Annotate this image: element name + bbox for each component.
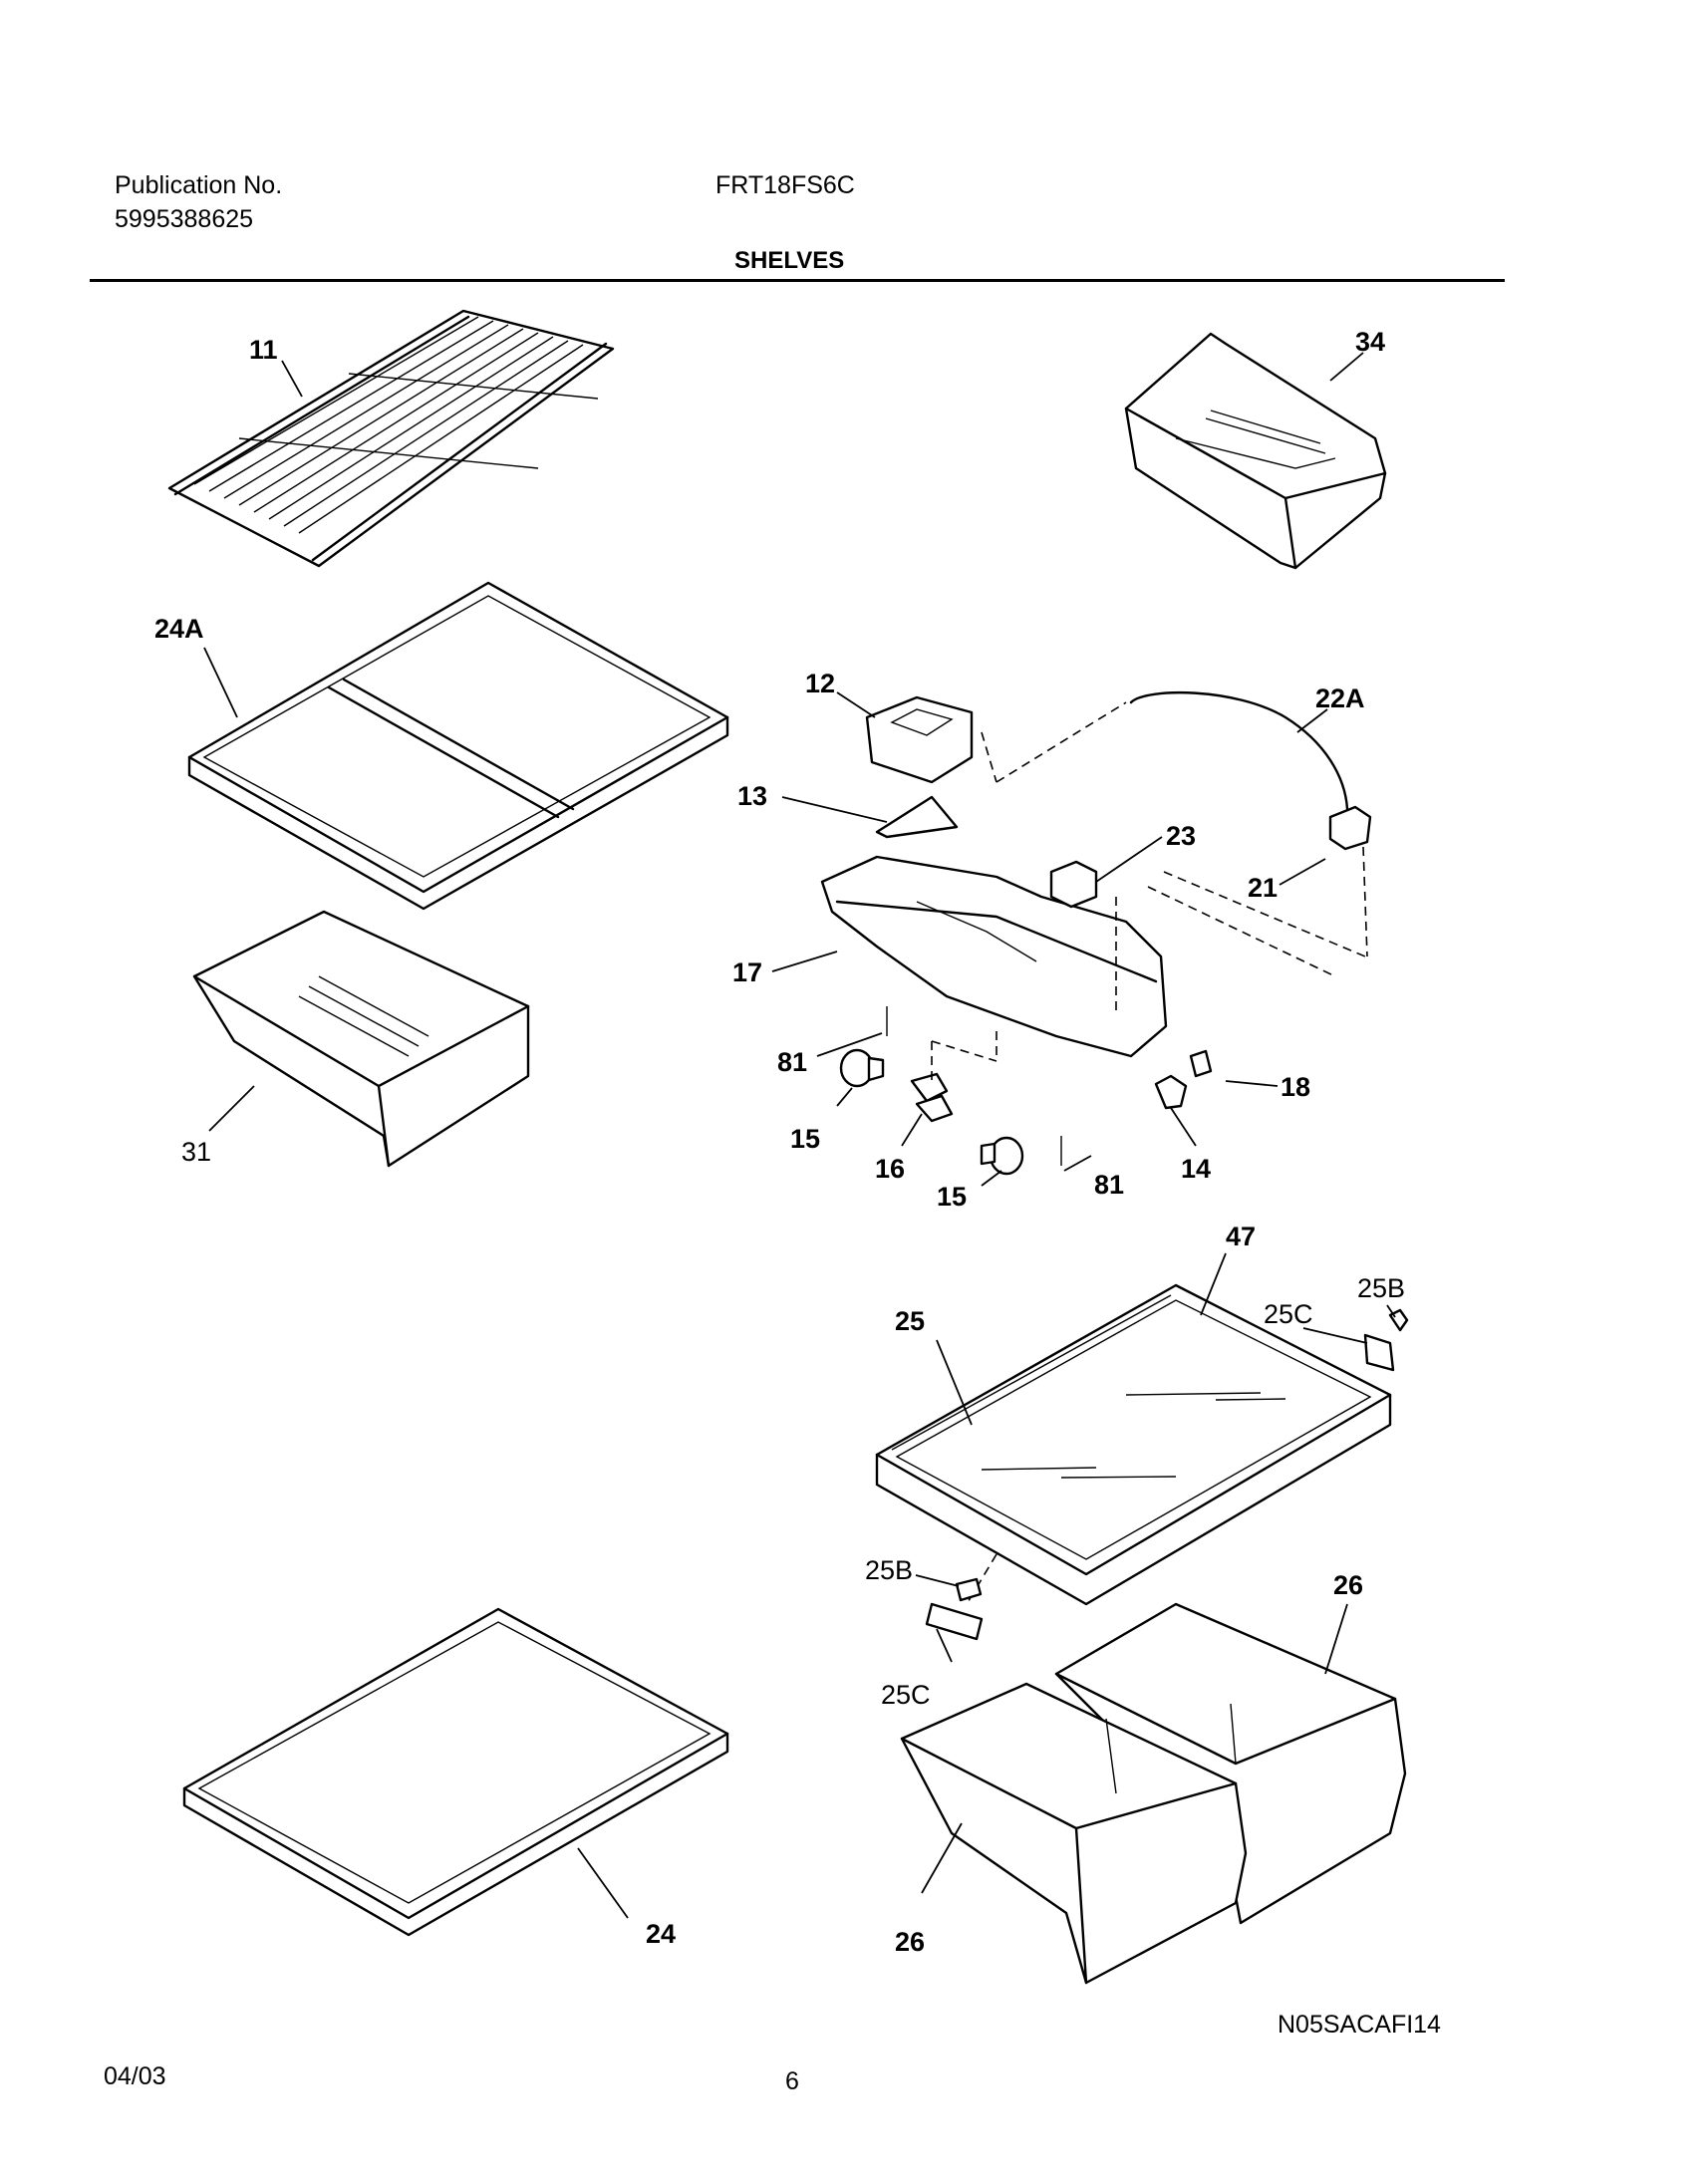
callout-31: 31 <box>181 1137 211 1167</box>
callout-12: 12 <box>805 669 835 698</box>
publication-number: 5995388625 <box>115 205 254 233</box>
callout-25c-top: 25C <box>1264 1299 1313 1329</box>
callout-15-right: 15 <box>937 1182 967 1212</box>
drawer-31 <box>192 910 530 1168</box>
callout-25: 25 <box>895 1306 925 1336</box>
revision-date: 04/03 <box>104 2062 166 2090</box>
wire-shelf-11 <box>167 309 615 568</box>
callout-26-left: 26 <box>895 1927 925 1957</box>
callout-25b-top: 25B <box>1357 1273 1405 1303</box>
callout-21: 21 <box>1248 873 1278 903</box>
section-title: SHELVES <box>734 247 845 274</box>
callout-26-right: 26 <box>1333 1570 1363 1600</box>
model-number: FRT18FS6C <box>715 171 855 199</box>
header-rule <box>90 279 1505 282</box>
leader-lines <box>203 352 1396 1919</box>
callout-24: 24 <box>646 1919 676 1949</box>
glass-shelf-25 <box>875 1283 1409 1641</box>
callout-15-left: 15 <box>790 1124 820 1154</box>
crisper-drawer-left-26 <box>900 1682 1248 1985</box>
callout-16: 16 <box>875 1154 905 1184</box>
page-number: 6 <box>785 2067 799 2095</box>
callout-81-left: 81 <box>777 1047 807 1077</box>
callout-24a: 24A <box>154 614 204 644</box>
callout-25b-bottom: 25B <box>865 1555 913 1585</box>
drawing-code: N05SACAFI14 <box>1278 2011 1441 2039</box>
callout-18: 18 <box>1281 1072 1310 1102</box>
publication-label: Publication No. <box>115 171 283 199</box>
switch-and-wiring <box>981 690 1372 1016</box>
light-housing-assembly <box>820 695 1168 1058</box>
callout-14: 14 <box>1181 1154 1211 1184</box>
callout-11: 11 <box>249 335 278 365</box>
freezer-bin-34 <box>1124 332 1387 570</box>
glass-shelf-24 <box>182 1607 729 1937</box>
callout-81-right: 81 <box>1094 1170 1124 1200</box>
callout-47: 47 <box>1226 1222 1256 1251</box>
bulbs-and-small-parts <box>839 1006 1213 1176</box>
callout-23: 23 <box>1166 821 1196 851</box>
callout-22a: 22A <box>1315 683 1365 713</box>
callout-13: 13 <box>737 781 767 811</box>
callout-17: 17 <box>732 957 762 987</box>
glass-shelf-24a <box>187 581 729 911</box>
callout-34: 34 <box>1355 327 1385 357</box>
callout-25c-bottom: 25C <box>881 1680 931 1710</box>
